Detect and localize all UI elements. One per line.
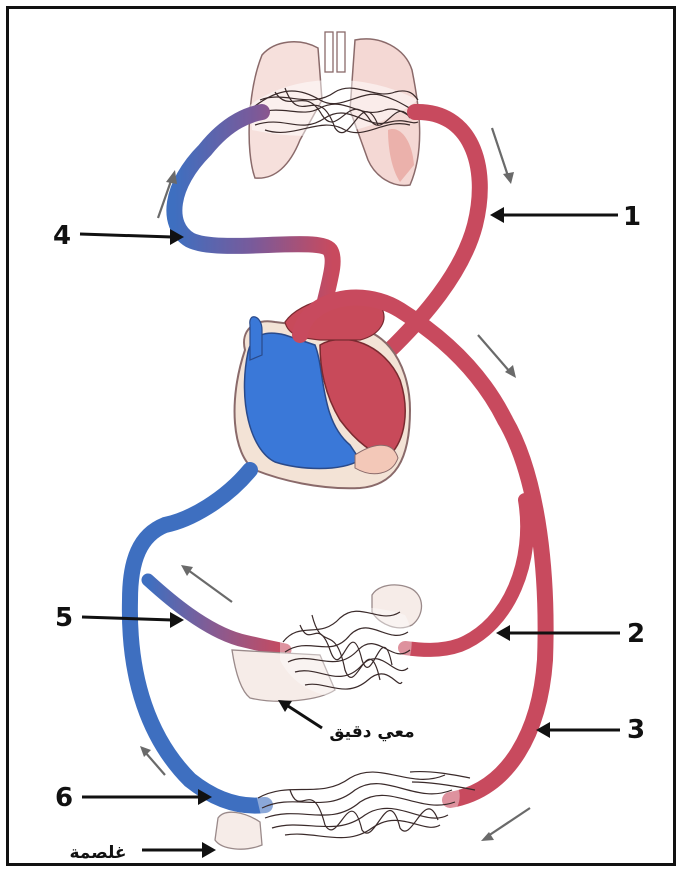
pointer-4 xyxy=(80,229,184,245)
label-6: 6 xyxy=(55,783,73,813)
heart xyxy=(235,297,410,488)
label-4: 4 xyxy=(53,221,71,251)
pointer-gill xyxy=(142,842,216,858)
gill-capillaries xyxy=(255,762,475,842)
flow-arrow-bottom-right xyxy=(481,808,530,841)
pointer-intestine xyxy=(278,700,322,728)
label-3: 3 xyxy=(627,715,645,745)
flow-arrow-mid-right xyxy=(478,335,516,378)
pointer-3 xyxy=(536,722,620,738)
label-2: 2 xyxy=(627,619,645,649)
pointer-1 xyxy=(490,207,618,223)
label-1: 1 xyxy=(623,202,641,232)
label-gill: غلصمة xyxy=(69,843,126,863)
flow-arrow-mid-left xyxy=(181,565,232,602)
flow-arrow-top-right xyxy=(492,128,514,184)
label-intestine: معي دقيق xyxy=(329,722,414,742)
label-5: 5 xyxy=(55,603,73,633)
gill-organ xyxy=(215,812,262,849)
pointer-2 xyxy=(496,625,620,641)
